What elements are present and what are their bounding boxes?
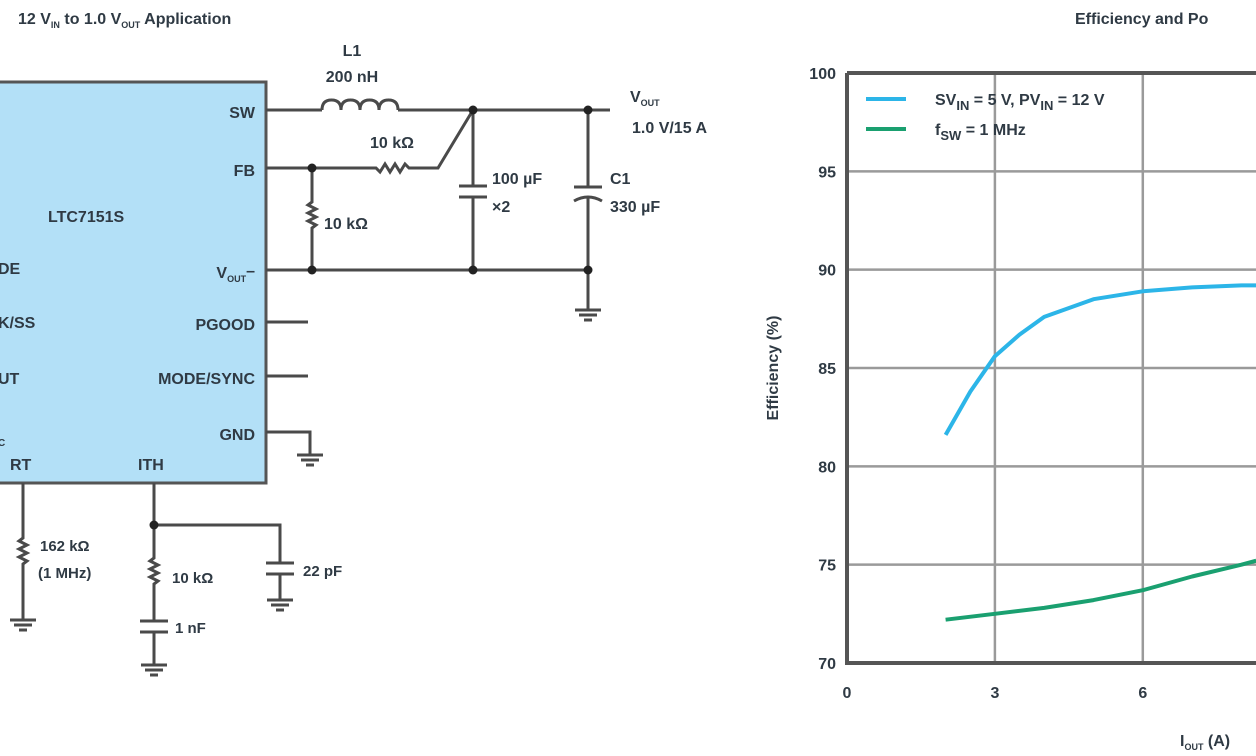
junction-dots [149, 105, 593, 530]
r-rt-freq: (1 MHz) [38, 565, 91, 582]
x-axis-label: IOUT (A) [1180, 733, 1230, 752]
ground-icon [10, 618, 36, 632]
vout-rating: 1.0 V/15 A [632, 120, 707, 137]
r-rt-value: 162 kΩ [40, 538, 90, 555]
pin-vout-minus: VOUT– [216, 263, 255, 284]
pin-left-track-ss: K/SS [0, 315, 36, 332]
series-line-0 [943, 283, 1256, 436]
legend-entry: fSW = 1 MHz [935, 122, 1026, 143]
chart-title: Efficiency and Po [1075, 11, 1209, 28]
inductor-l1 [320, 98, 400, 111]
resistor-fb-bottom [304, 168, 320, 270]
l1-value: 200 nH [326, 69, 378, 86]
pin-left-out: UT [0, 371, 20, 388]
schematic-title: 12 VIN to 1.0 VOUT Application [18, 11, 231, 30]
y-tick-label: 95 [818, 164, 836, 181]
c-out-count: ×2 [492, 199, 510, 216]
y-tick-label: 80 [818, 459, 836, 476]
pin-fb: FB [234, 163, 255, 180]
ground-icon [141, 663, 167, 677]
r-fb-top-value: 10 kΩ [370, 135, 414, 152]
ground-icon [297, 453, 323, 467]
pin-ith: ITH [138, 457, 164, 474]
capacitor-100uf [459, 110, 487, 270]
y-tick-label: 90 [818, 263, 836, 280]
pin-mode-sync: MODE/SYNC [158, 371, 255, 388]
l1-name: L1 [343, 43, 362, 60]
r-ith-value: 10 kΩ [172, 570, 213, 587]
x-tick-label: 0 [843, 685, 852, 702]
c-ith2-value: 22 pF [303, 563, 342, 580]
c-ith-value: 1 nF [175, 620, 206, 637]
ground-icon [575, 308, 601, 322]
pin-rt: RT [10, 457, 32, 474]
ic-name: LTC7151S [48, 209, 125, 226]
pin-left-c: C [0, 438, 5, 449]
pin-gnd: GND [219, 427, 255, 444]
x-tick-label: 6 [1138, 685, 1147, 702]
chart-legend: SVIN = 5 V, PVIN = 12 V fSW = 1 MHz [866, 92, 1105, 143]
chart-axes [845, 71, 1256, 665]
chart-grid [847, 73, 1256, 663]
wire-right-pins [266, 320, 312, 455]
vout-label: VOUT [630, 89, 660, 108]
x-tick-label: 3 [990, 685, 999, 702]
y-tick-label: 75 [818, 558, 836, 575]
efficiency-chart: Efficiency and Po 70 75 80 85 90 95 100 0 3 6 Ef… [765, 11, 1256, 752]
y-axis-label: Efficiency (%) [765, 316, 782, 421]
series-line-1 [945, 558, 1256, 622]
c1-value: 330 µF [610, 199, 660, 216]
y-tick-label: 70 [818, 656, 836, 673]
resistor-rt [15, 483, 31, 620]
ground-icon [267, 598, 293, 612]
legend-entry: SVIN = 5 V, PVIN = 12 V [935, 92, 1105, 113]
chart-series [943, 283, 1256, 622]
y-tick-label: 100 [809, 66, 836, 83]
ic-body [0, 80, 268, 485]
c-out-value: 100 µF [492, 171, 542, 188]
y-tick-label: 85 [818, 361, 836, 378]
capacitor-c1 [573, 110, 603, 310]
y-tick-labels: 70 75 80 85 90 95 100 [809, 66, 836, 673]
wire-fb-resistor [266, 109, 475, 175]
c1-name: C1 [610, 171, 631, 188]
pin-pgood: PGOOD [195, 317, 255, 334]
pin-sw: SW [229, 105, 256, 122]
pin-left-mode: DE [0, 261, 21, 278]
compensation-rc [140, 483, 168, 665]
schematic: 12 VIN to 1.0 VOUT Application LTC7151S … [0, 11, 707, 677]
x-tick-labels: 0 3 6 [843, 685, 1148, 702]
capacitor-22pf [154, 523, 294, 600]
r-fb-bottom-value: 10 kΩ [324, 216, 368, 233]
